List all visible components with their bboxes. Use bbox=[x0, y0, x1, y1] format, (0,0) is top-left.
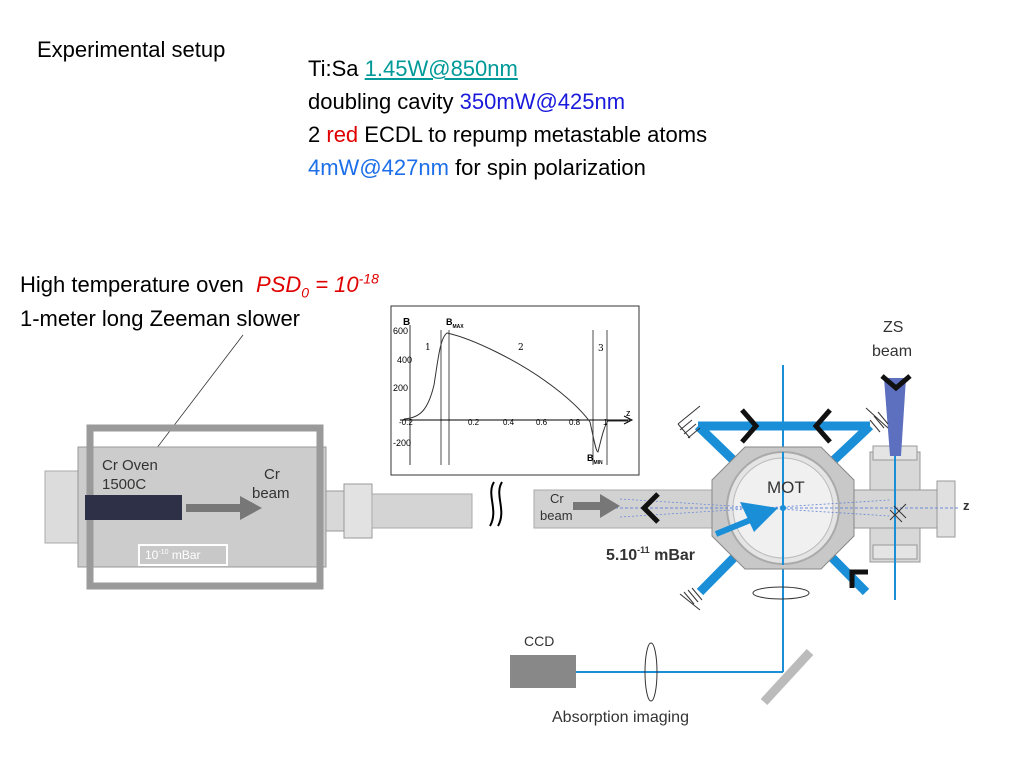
plot-y-label: B bbox=[403, 317, 410, 328]
plot-frame bbox=[390, 305, 640, 476]
zeeman-field-plot: B 600 400 200 -200 -0.2 0.2 0.4 0.6 0.8 … bbox=[390, 305, 640, 476]
plot-x-tick-08: 0.8 bbox=[569, 418, 581, 427]
mirror-chevron-top-left bbox=[740, 408, 760, 444]
zs-port-end-flange bbox=[936, 480, 956, 538]
oven-label-line2: 1500C bbox=[102, 476, 146, 493]
bmin-label: BMIN bbox=[587, 453, 603, 466]
oven-cr-label-1: Cr bbox=[264, 466, 280, 483]
plot-x-tick-neg02: -0.2 bbox=[399, 418, 413, 427]
oven-cr-label-2: beam bbox=[252, 485, 290, 502]
plot-x-arrowhead bbox=[623, 415, 634, 425]
psd-eq: = 10 bbox=[309, 272, 359, 297]
mirror-chevron-left bbox=[640, 492, 660, 524]
spec-line-ecdl: 2 red ECDL to repump metastable atoms bbox=[308, 118, 707, 151]
mot-chamber: MOT ZS beam Cr bbox=[533, 319, 970, 672]
oven-crucible-bar bbox=[85, 495, 182, 520]
retroreflector-top-left bbox=[677, 405, 701, 439]
retroreflector-top-right bbox=[865, 407, 889, 433]
spec-line-spin: 4mW@427nm for spin polarization bbox=[308, 151, 707, 184]
zs-mirror-chevron bbox=[880, 374, 912, 392]
psd-exp: -18 bbox=[358, 270, 379, 287]
oven-assembly: Cr Oven 1500C Cr beam 10-10 mBar bbox=[44, 424, 473, 590]
oven-flange-2 bbox=[343, 483, 373, 539]
chamber-inlet-tube bbox=[533, 489, 735, 529]
ecdl-count: 2 bbox=[308, 122, 321, 147]
plot-y-tick-neg200: -200 bbox=[393, 438, 411, 448]
region-label-2: 2 bbox=[518, 343, 524, 353]
tisa-power-link[interactable]: 1.45W@850nm bbox=[364, 56, 518, 81]
atomic-beam-edge-2 bbox=[619, 499, 891, 518]
ccd-label: CCD bbox=[524, 633, 554, 649]
z-axis-label: z bbox=[963, 498, 970, 513]
tube-break-symbol bbox=[489, 481, 503, 527]
spec-line-tisa: Ti:Sa 1.45W@850nm bbox=[308, 52, 707, 85]
bmax-label: BMAX bbox=[446, 317, 464, 330]
spin-suffix: for spin polarization bbox=[455, 155, 646, 180]
zs-label-1: ZS bbox=[883, 319, 903, 336]
atomic-beam-edge-1 bbox=[619, 498, 891, 517]
oven-beam-arrow-head bbox=[240, 496, 262, 520]
oven-text: High temperature oven bbox=[20, 272, 244, 297]
psd-base: PSD bbox=[256, 272, 302, 297]
retroreflector-bottom-left bbox=[679, 587, 703, 611]
mirror-corner-bottom-right bbox=[849, 569, 868, 588]
spin-pol-arrow-head bbox=[740, 502, 778, 532]
mot-label: MOT bbox=[767, 478, 805, 497]
plot-y-tick-400: 400 bbox=[397, 355, 412, 365]
retroreflector-right bbox=[889, 503, 907, 523]
ccd-camera bbox=[510, 655, 576, 688]
plot-x-label: z bbox=[626, 408, 631, 418]
mirror-chevron-top-right bbox=[812, 408, 832, 444]
plot-y-tick-600: 600 bbox=[393, 326, 408, 336]
zs-label-2: beam bbox=[872, 343, 912, 360]
plot-y-tick-200: 200 bbox=[393, 383, 408, 393]
imaging-lens-vertical bbox=[644, 642, 658, 702]
tisa-prefix: Ti:Sa bbox=[308, 56, 359, 81]
doubling-power: 350mW@425nm bbox=[459, 89, 626, 114]
slide-title: Experimental setup bbox=[37, 37, 226, 62]
absorption-imaging-label: Absorption imaging bbox=[552, 709, 689, 726]
plot-x-tick-06: 0.6 bbox=[536, 418, 548, 427]
field-profile-curve bbox=[403, 332, 628, 453]
plot-x-tick-02: 0.2 bbox=[468, 418, 480, 427]
oven-label-line1: Cr Oven bbox=[102, 457, 158, 474]
oven-flange-1 bbox=[325, 490, 345, 532]
imaging-mirror bbox=[760, 648, 814, 706]
psd-formula: PSD0 = 10-18 bbox=[256, 270, 379, 301]
mot-atom-cloud bbox=[780, 505, 786, 511]
chamber-pressure-label: 5.10-11 mBar bbox=[606, 545, 695, 564]
chamber-cr-label-2: beam bbox=[540, 508, 573, 523]
oven-pressure-label: 10-10 mBar bbox=[145, 548, 201, 562]
imaging-lens-horizontal bbox=[752, 586, 810, 600]
zs-beam-shape bbox=[884, 378, 906, 456]
chamber-beam-arrow-head bbox=[600, 494, 620, 518]
plot-x-tick-1: 1 bbox=[603, 418, 608, 427]
oven-endcap bbox=[44, 470, 82, 544]
ecdl-red-word: red bbox=[326, 122, 359, 147]
region-label-3: 3 bbox=[598, 344, 604, 354]
oven-heading: High temperature oven PSD0 = 10-18 bbox=[20, 270, 379, 301]
zeeman-heading: 1-meter long Zeeman slower bbox=[20, 306, 301, 331]
doubling-prefix: doubling cavity bbox=[308, 89, 454, 114]
oven-pressure-box bbox=[138, 544, 228, 566]
plot-x-tick-04: 0.4 bbox=[503, 418, 515, 427]
laser-specs: Ti:Sa 1.45W@850nm doubling cavity 350mW@… bbox=[308, 52, 707, 184]
psd-sub: 0 bbox=[301, 284, 310, 301]
absorption-imaging: CCD Absorption imaging bbox=[510, 633, 814, 726]
spec-line-doubling: doubling cavity 350mW@425nm bbox=[308, 85, 707, 118]
spin-power: 4mW@427nm bbox=[308, 155, 449, 180]
zeeman-tube-left bbox=[371, 493, 473, 529]
chamber-cr-label-1: Cr bbox=[550, 491, 564, 506]
ecdl-suffix: ECDL to repump metastable atoms bbox=[364, 122, 708, 147]
region-label-1: 1 bbox=[425, 343, 431, 353]
